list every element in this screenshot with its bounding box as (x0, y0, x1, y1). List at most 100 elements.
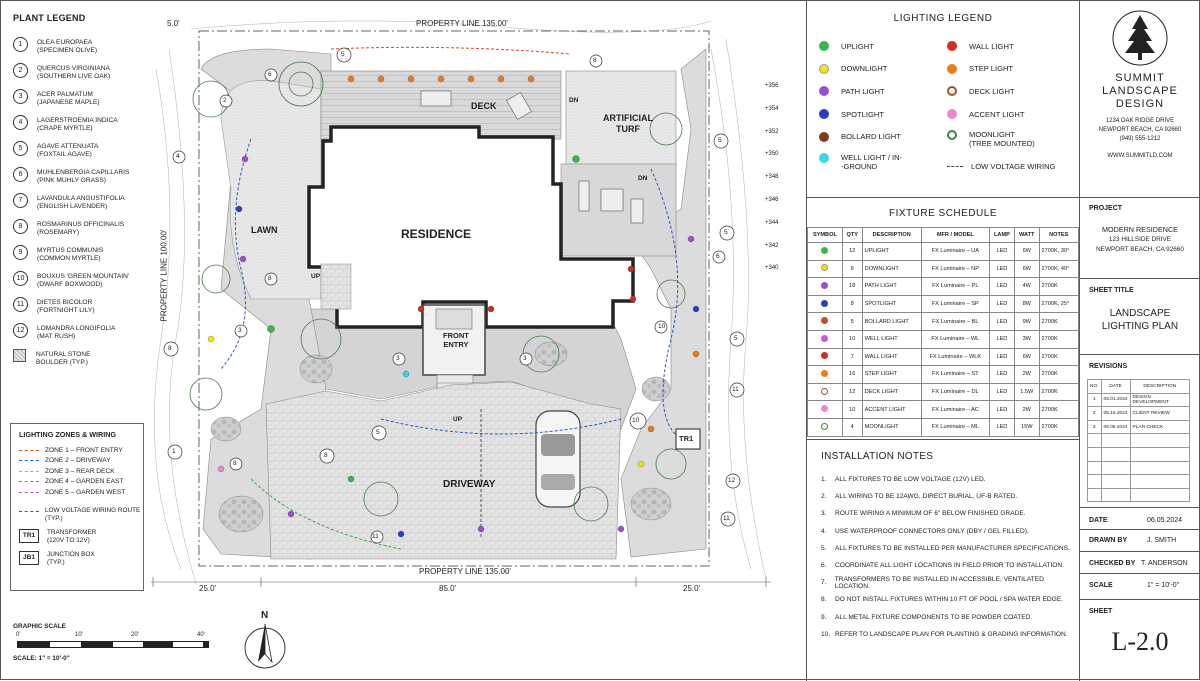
north-arrow-icon (244, 623, 286, 669)
project-label: PROJECT (1089, 205, 1123, 212)
callout-number: 10 (632, 417, 640, 424)
lighting-legend-left: UPLIGHT DOWNLIGHT PATH LIGHT SPOTLIGHT B… (819, 35, 939, 178)
desc-cell: STEP LIGHT (861, 365, 922, 384)
plant-number-badge: 2 (13, 63, 28, 78)
mfr-cell: FX Luminaire – ST (920, 365, 990, 384)
legend-item-moonlight: MOONLIGHT(TREE MOUNTED) (947, 125, 1075, 155)
legend-label: WELL LIGHT / IN- (841, 152, 903, 162)
mfr-cell: FX Luminaire – WLK (920, 347, 990, 367)
col-header: SYMBOL (807, 227, 843, 243)
watt-cell: 1.5W (1013, 382, 1040, 402)
zone-3-line-icon (19, 470, 39, 472)
notes-cell: 2700K, 40° (1038, 259, 1080, 279)
patio-dn-label: DN (638, 175, 648, 182)
lamp-cell: LED (988, 312, 1015, 331)
rev-no-cell: 1 (1087, 392, 1102, 408)
note-item: 1.ALL FIXTURES TO BE LOW VOLTAGE (12V) L… (821, 476, 986, 484)
checked-by-value: T. ANDERSON (1141, 560, 1188, 567)
note-text: REFER TO LANDSCAPE PLAN FOR PLANTING & G… (835, 630, 1068, 638)
plant-common-name: (PINK MUHLY GRASS) (37, 177, 107, 184)
contour-labels: +356 +354 +352 +350 +348 +346 +344 +342 … (765, 75, 779, 280)
plant-botanical-name: OLEA EUROPAEA (37, 39, 93, 46)
plant-common-name: (MAT RUSH) (37, 333, 76, 340)
desc-cell: ACCENT LIGHT (861, 400, 922, 419)
contour-label: +348 (765, 174, 779, 181)
well-light-icon (819, 152, 829, 163)
callout-number: 3 (238, 327, 242, 334)
callout-number: 8 (268, 275, 272, 282)
callout-number: 3 (523, 355, 527, 362)
notes-cell: 2700K (1038, 347, 1080, 367)
watt-cell: 2W (1013, 400, 1040, 419)
dimension-right: 25.0' (683, 584, 701, 593)
deck-light-icon (821, 387, 829, 395)
qty-cell: 5 (841, 312, 863, 331)
lamp-cell: LED (988, 259, 1015, 279)
boulder-label: NATURAL STONE (36, 351, 91, 358)
company-phone: (949) 555-1212 (1119, 136, 1161, 142)
note-text: DO NOT INSTALL FIXTURES WITHIN 10 FT OF … (835, 596, 1064, 604)
graphic-scale-bar (17, 641, 209, 648)
lamp-cell: LED (988, 242, 1015, 261)
bollard-light-icon (821, 317, 829, 325)
graphic-scale-title: GRAPHIC SCALE (13, 623, 66, 630)
plan-transformer-tag: TR1 (679, 434, 694, 443)
callout-number: 1 (172, 448, 176, 455)
lighting-zones-box: LIGHTING ZONES & WIRING ZONE 1 – FRONT E… (10, 423, 144, 591)
wiring-line-icon (947, 166, 963, 168)
turf-label-line-1: ARTIFICIAL (603, 113, 653, 123)
notes-cell: 2700K (1038, 365, 1080, 384)
zone-row: ZONE 1 – FRONT ENTRY (19, 445, 143, 456)
col-header: MFR / MODEL (920, 227, 990, 243)
table-row-empty (1087, 487, 1191, 503)
callout-number: 8 (168, 345, 172, 352)
rev-desc-cell: DESIGN DEVELOPMENT (1129, 392, 1191, 408)
zone-5-line-icon (19, 491, 39, 493)
zones-title: LIGHTING ZONES & WIRING (19, 430, 117, 439)
zone-2-line-icon (19, 460, 39, 462)
qty-cell: 12 (841, 242, 863, 261)
watt-cell: 4W (1013, 277, 1040, 296)
col-header: QTY (841, 227, 863, 243)
well-light-icon (821, 334, 829, 342)
note-item: 4.USE WATERPROOF CONNECTORS ONLY (DBY / … (821, 527, 1029, 535)
accent-light-icon (821, 405, 829, 413)
legend-item-path-light: PATH LIGHT (819, 80, 939, 103)
contour-label: +340 (765, 265, 779, 272)
scale-value: 1" = 10'-0" (1147, 582, 1180, 589)
plant-botanical-name: ROSMARINUS OFFICINALIS (37, 221, 125, 228)
accent-light-icon (947, 109, 957, 120)
project-address-2: NEWPORT BEACH, CA 92660 (1096, 246, 1184, 253)
watt-cell: 8W (1013, 294, 1040, 314)
drawn-by-label: DRAWN BY (1089, 537, 1128, 544)
contour-label: +352 (765, 128, 779, 135)
sheet-title: LANDSCAPE LIGHTING PLAN (1080, 307, 1200, 333)
note-item: 10.REFER TO LANDSCAPE PLAN FOR PLANTING … (821, 630, 1068, 638)
wiring-route-line-icon (19, 510, 39, 523)
fixture-schedule-title: FIXTURE SCHEDULE (888, 208, 997, 219)
note-text: ALL WIRING TO BE 12AWG, DIRECT BURIAL, U… (835, 493, 1018, 501)
qty-cell: 10 (841, 400, 863, 419)
turf-label-line-2: TURF (616, 124, 640, 134)
mfr-cell: FX Luminaire – WL (920, 329, 990, 349)
deck-label: DECK (471, 101, 497, 111)
lamp-cell: LED (988, 365, 1015, 384)
property-line-top: PROPERTY LINE 135.00' (416, 19, 508, 28)
lamp-cell: LED (988, 347, 1015, 367)
contour-label: +344 (765, 219, 779, 226)
watt-cell: 2W (1013, 365, 1040, 384)
lamp-cell: LED (988, 382, 1015, 402)
plant-number-badge: 7 (13, 193, 28, 208)
property-line-bottom: PROPERTY LINE 135.00' (419, 567, 511, 576)
